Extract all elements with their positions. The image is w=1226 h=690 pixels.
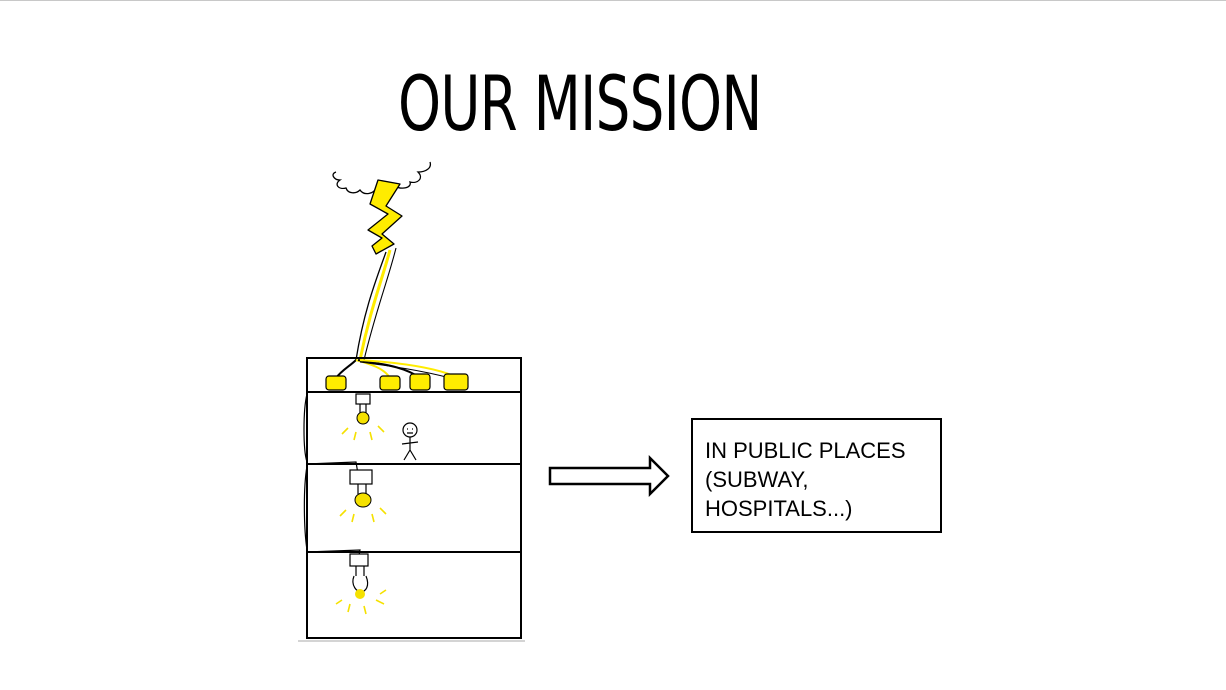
roof-collectors: [325, 373, 469, 391]
callout-text: IN PUBLIC PLACES (SUBWAY, HOSPITALS...): [705, 436, 935, 523]
building: [298, 357, 525, 642]
callout-line: IN PUBLIC PLACES: [705, 438, 906, 463]
callout-line: HOSPITALS...): [705, 496, 853, 521]
ceiling-lamp-icon: [341, 393, 385, 441]
ceiling-lamp-icon: [339, 469, 387, 523]
building-lightning-illustration: [298, 161, 525, 642]
slide-title: OUR MISSION: [398, 59, 762, 148]
callout-line: (SUBWAY,: [705, 467, 809, 492]
callout-box: IN PUBLIC PLACES (SUBWAY, HOSPITALS...): [691, 418, 942, 533]
ceiling-lamp-icon: [335, 553, 387, 615]
roof-wires: [335, 359, 455, 379]
right-arrow-icon: [548, 454, 670, 498]
lightning-bolt-icon: [355, 179, 403, 361]
top-divider: [0, 0, 1226, 1]
person-icon: [401, 422, 419, 461]
